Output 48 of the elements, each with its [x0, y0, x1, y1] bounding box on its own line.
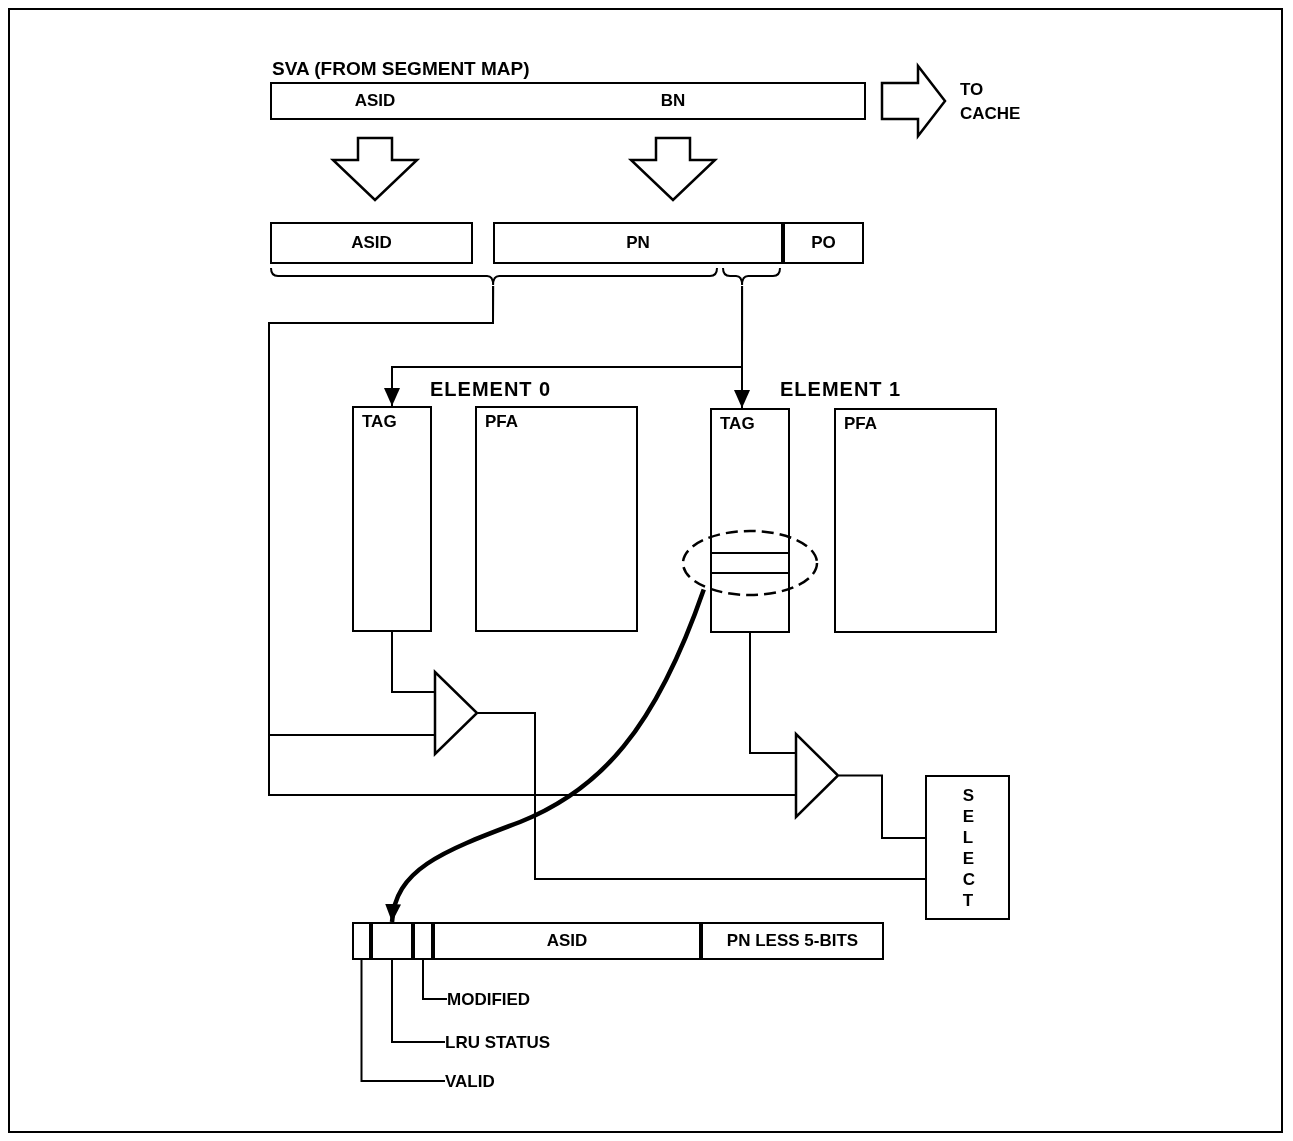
frame-address-array: [834, 408, 997, 633]
field-label: ASID: [354, 91, 396, 111]
bit-field: [413, 922, 433, 960]
select-block: [925, 775, 1010, 920]
connector-line: [477, 712, 926, 880]
comparator-symbol: [434, 671, 478, 755]
block-label: SELECT: [962, 785, 973, 911]
register-field: [783, 222, 864, 264]
register-field: [270, 222, 473, 264]
label-text: TO CACHE: [960, 79, 1022, 125]
element-heading: ELEMENT 0: [430, 378, 552, 401]
array-label: TAG: [720, 414, 755, 434]
field-label: BN: [660, 91, 686, 111]
connector-line: [391, 631, 435, 693]
array-label: PFA: [485, 412, 519, 432]
arrow: [386, 588, 706, 923]
connector-line: [268, 285, 796, 796]
comparator-symbol: [795, 733, 839, 818]
leader-line: [422, 959, 448, 1000]
label-text: MODIFIED: [447, 989, 532, 1011]
highlight-ellipse: [682, 530, 818, 596]
field-label: PO: [811, 233, 836, 253]
block-arrow: [329, 136, 421, 202]
arrow: [734, 285, 750, 409]
element-heading: ELEMENT 1: [780, 378, 902, 401]
tag-array: [710, 408, 790, 633]
array-label: TAG: [362, 412, 397, 432]
label-text: VALID: [445, 1071, 496, 1093]
label-text: LRU STATUS: [445, 1032, 552, 1054]
register-field: [493, 222, 783, 264]
leader-line: [391, 959, 446, 1043]
register-title: SVA (FROM SEGMENT MAP): [272, 58, 530, 80]
brace: [722, 266, 781, 286]
block-arrow: [880, 62, 947, 140]
connector-line: [749, 632, 796, 754]
leader-line: [360, 959, 446, 1082]
tag-array: [352, 406, 432, 632]
array-label: PFA: [844, 414, 878, 434]
field-label: ASID: [351, 233, 392, 253]
frame-address-array: [475, 406, 638, 632]
brace: [270, 266, 718, 286]
connector-line: [838, 774, 926, 839]
bit-field: [371, 922, 413, 960]
field-label: ASID: [546, 931, 588, 951]
field-label: PN LESS 5-BITS: [726, 931, 859, 951]
field-label: PN: [626, 233, 650, 253]
block-arrow: [627, 136, 719, 202]
register-field: [433, 922, 701, 960]
